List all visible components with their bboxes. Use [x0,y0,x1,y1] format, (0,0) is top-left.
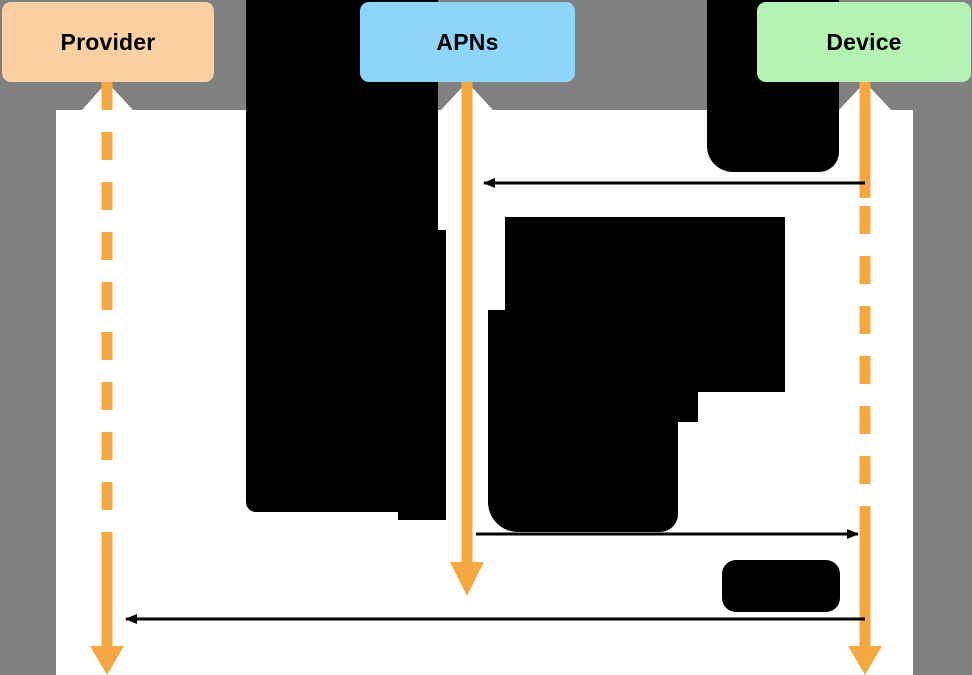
redaction-block [588,380,698,422]
participant-box-apns[interactable]: APNs [360,2,575,82]
lifeline-provider [90,82,124,675]
participant-box-device[interactable]: Device [757,2,971,82]
lifeline-provider-arrowhead [90,646,124,675]
participant-label-device: Device [826,28,902,55]
lifeline-apns [450,82,484,596]
lifeline-device [848,82,882,675]
participant-box-provider[interactable]: Provider [2,2,214,82]
lifeline-apns-arrowhead [450,562,484,596]
redaction-block [398,230,446,520]
participant-label-provider: Provider [60,28,156,55]
redaction-block [722,560,840,612]
participant-label-apns: APNs [436,28,499,55]
lifeline-device-arrowhead [848,646,882,675]
